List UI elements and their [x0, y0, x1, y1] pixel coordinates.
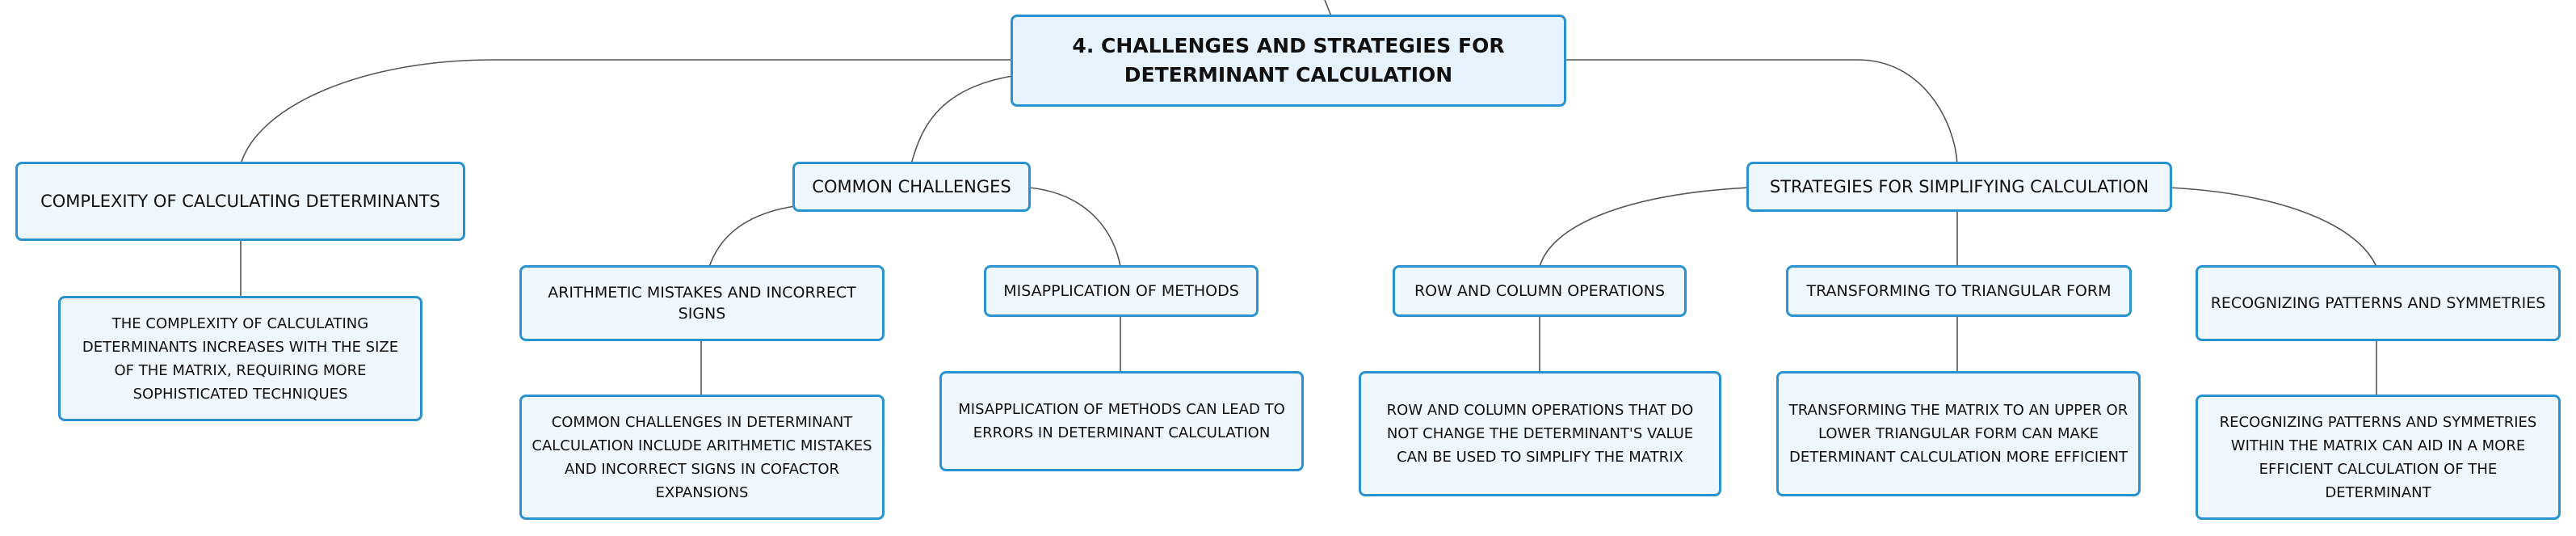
connector-strategies-patterns [2169, 187, 2377, 268]
subtopic-row-column-operations[interactable]: ROW AND COLUMN OPERATIONS [1393, 265, 1687, 317]
detail-patterns-symmetries[interactable]: RECOGNIZING PATTERNS AND SYMMETRIES WITH… [2196, 395, 2561, 520]
root-topic-label: 4. CHALLENGES AND STRATEGIES FOR DETERMI… [1072, 34, 1505, 87]
subtopic-patterns-symmetries[interactable]: RECOGNIZING PATTERNS AND SYMMETRIES [2196, 265, 2561, 341]
subtopic-misapplication[interactable]: MISAPPLICATION OF METHODS [984, 265, 1259, 317]
connector-root-strategies [1565, 59, 1958, 165]
detail-arithmetic-mistakes-text: COMMON CHALLENGES IN DETERMINANT CALCULA… [532, 413, 872, 501]
detail-complexity[interactable]: THE COMPLEXITY OF CALCULATING DETERMINAN… [58, 296, 422, 421]
connector-root-challenges [910, 75, 1013, 165]
topic-complexity[interactable]: COMPLEXITY OF CALCULATING DETERMINANTS [15, 162, 465, 241]
topic-common-challenges[interactable]: COMMON CHALLENGES [792, 162, 1031, 212]
topic-strategies[interactable]: STRATEGIES FOR SIMPLIFYING CALCULATION [1746, 162, 2172, 212]
detail-patterns-symmetries-text: RECOGNIZING PATTERNS AND SYMMETRIES WITH… [2219, 413, 2537, 501]
topic-strategies-label: STRATEGIES FOR SIMPLIFYING CALCULATION [1769, 177, 2149, 196]
detail-misapplication-text: MISAPPLICATION OF METHODS CAN LEAD TO ER… [958, 401, 1285, 441]
connector-strategies-rowcol [1539, 187, 1750, 268]
detail-row-column-operations-text: ROW AND COLUMN OPERATIONS THAT DO NOT CH… [1386, 402, 1694, 466]
detail-misapplication[interactable]: MISAPPLICATION OF METHODS CAN LEAD TO ER… [939, 371, 1304, 471]
topic-complexity-label: COMPLEXITY OF CALCULATING DETERMINANTS [40, 192, 440, 211]
connector-root-parent [1324, 0, 1332, 17]
subtopic-triangular-form[interactable]: TRANSFORMING TO TRIANGULAR FORM [1786, 265, 2132, 317]
connector-challenges-misapplication [1028, 187, 1121, 268]
detail-row-column-operations[interactable]: ROW AND COLUMN OPERATIONS THAT DO NOT CH… [1359, 371, 1721, 496]
detail-complexity-text: THE COMPLEXITY OF CALCULATING DETERMINAN… [82, 314, 399, 403]
root-topic[interactable]: 4. CHALLENGES AND STRATEGIES FOR DETERMI… [1011, 15, 1566, 107]
subtopic-arithmetic-mistakes[interactable]: ARITHMETIC MISTAKES AND INCORRECT SIGNS [519, 265, 885, 341]
detail-triangular-form[interactable]: TRANSFORMING THE MATRIX TO AN UPPER OR L… [1776, 371, 2141, 496]
subtopic-triangular-form-label: TRANSFORMING TO TRIANGULAR FORM [1806, 282, 2112, 300]
subtopic-arithmetic-mistakes-label: ARITHMETIC MISTAKES AND INCORRECT SIGNS [548, 284, 856, 323]
detail-triangular-form-text: TRANSFORMING THE MATRIX TO AN UPPER OR L… [1788, 402, 2128, 466]
topic-common-challenges-label: COMMON CHALLENGES [812, 177, 1011, 196]
connector-challenges-arithmetic [708, 205, 796, 268]
subtopic-misapplication-label: MISAPPLICATION OF METHODS [1003, 282, 1239, 300]
subtopic-row-column-operations-label: ROW AND COLUMN OPERATIONS [1414, 282, 1666, 300]
connector-root-complexity [240, 59, 1012, 165]
subtopic-patterns-symmetries-label: RECOGNIZING PATTERNS AND SYMMETRIES [2210, 294, 2546, 312]
detail-arithmetic-mistakes[interactable]: COMMON CHALLENGES IN DETERMINANT CALCULA… [519, 395, 885, 520]
